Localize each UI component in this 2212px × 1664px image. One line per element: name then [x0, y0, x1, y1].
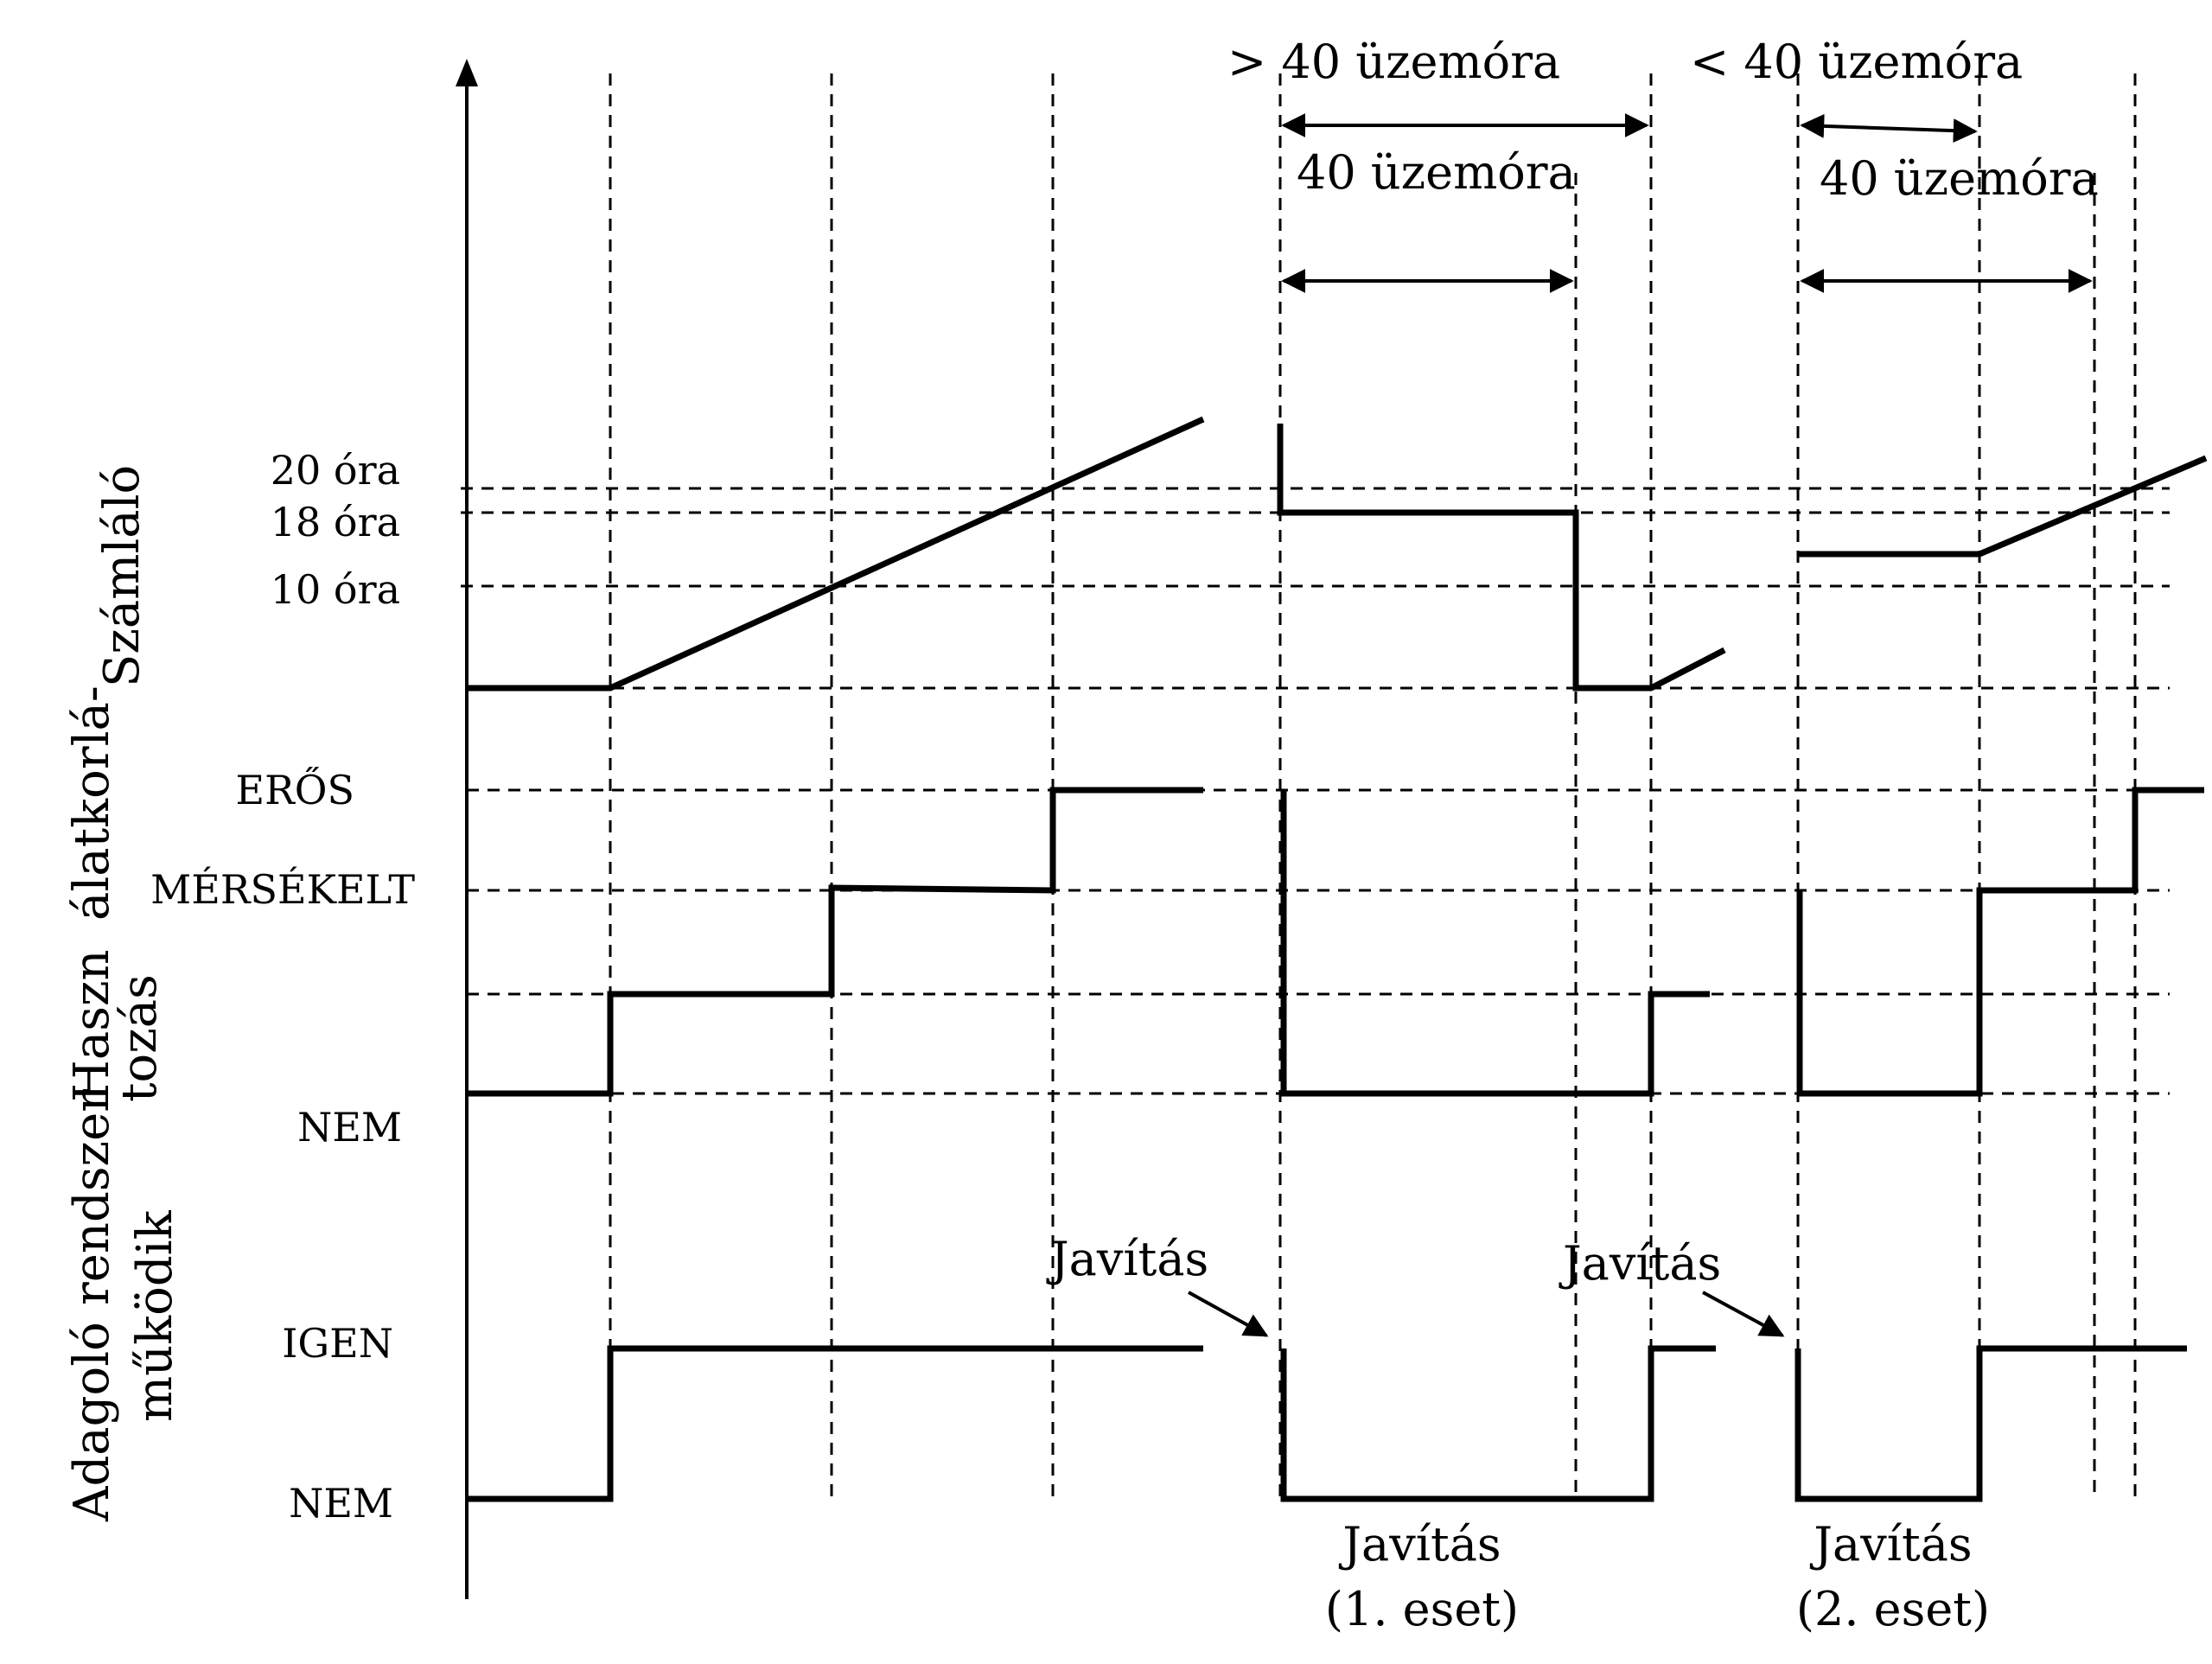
label-repair-right: Javítás	[1559, 1236, 1721, 1291]
usage-case1	[1280, 790, 1710, 1097]
label-repair-case1-sub: (1. eset)	[1325, 1582, 1519, 1636]
arrow-repair-left	[1188, 1291, 1269, 1337]
label-dosing-no: NEM	[289, 1480, 393, 1527]
label-repair-case2-title: Javítás	[1809, 1517, 1972, 1572]
label-repair-case1-title: Javítás	[1338, 1517, 1501, 1572]
label-less-than-40h: < 40 üzemóra	[1690, 35, 2023, 89]
dosing-signal	[467, 1345, 2187, 1502]
label-10h: 10 óra	[271, 566, 400, 613]
counter-ramp-1	[467, 416, 1205, 692]
dosing-run-1	[467, 1345, 1203, 1502]
arrow-lt-40	[1800, 113, 1978, 143]
side-label-counter-c: Számláló	[94, 465, 150, 687]
side-label-counter-a: Haszn	[64, 949, 120, 1102]
interval-arrows	[1188, 113, 2093, 1337]
dosing-case2	[1794, 1345, 2187, 1502]
usage-signal	[467, 787, 2204, 1097]
counter-case2	[1798, 455, 2208, 558]
dosing-case1	[1280, 1345, 1716, 1502]
label-case1-interval: 40 üzemóra	[1297, 145, 1576, 200]
side-label-usage: tozás	[112, 974, 168, 1102]
label-repair-left: Javítás	[1046, 1232, 1208, 1286]
counter-case1	[1277, 424, 1726, 692]
side-label-counter-b: álatkorlá-	[64, 685, 120, 921]
label-18h: 18 óra	[271, 499, 400, 545]
label-case2-interval: 40 üzemóra	[1820, 151, 2099, 206]
axis-arrowhead	[456, 59, 478, 86]
label-usage-none: NEM	[297, 1104, 402, 1151]
side-label-dosing-a: Adagoló	[64, 1322, 120, 1522]
counter-signal	[467, 416, 2208, 692]
usage-steps-1	[467, 787, 1203, 1097]
side-label-dosing-c: működik	[127, 1209, 183, 1422]
label-repair-case2-sub: (2. eset)	[1796, 1582, 1990, 1636]
label-moderate: MÉRSÉKELT	[150, 865, 415, 913]
label-dosing-yes: IGEN	[282, 1320, 393, 1367]
arrow-repair-right	[1702, 1291, 1785, 1337]
horizontal-gridlines	[461, 487, 2170, 1095]
usage-case2	[1796, 787, 2204, 1097]
label-strong: ERŐS	[236, 766, 354, 813]
vertical-gridlines	[609, 73, 2137, 1500]
side-label-dosing-b: rendszer	[64, 1089, 120, 1305]
label-20h: 20 óra	[271, 447, 400, 494]
label-greater-than-40h: > 40 üzemóra	[1227, 35, 1560, 89]
